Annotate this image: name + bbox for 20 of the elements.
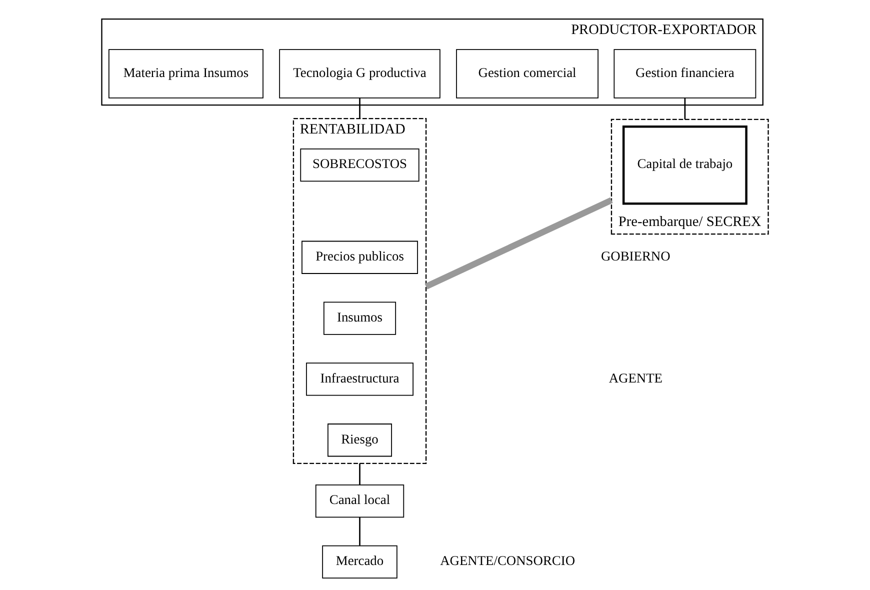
node-box: Tecnologia G productiva <box>279 49 440 98</box>
node-box: Mercado <box>322 545 398 579</box>
node-box: Gestion financiera <box>614 49 756 98</box>
node-box: SOBRECOSTOS <box>300 148 420 182</box>
node-box: Materia prima Insumos <box>108 49 264 98</box>
connector <box>359 517 360 546</box>
label: GOBIERNO <box>600 248 670 264</box>
node-label: AGENTE/CONSORCIO <box>440 553 576 568</box>
node-box: Capital de trabajo <box>622 125 748 205</box>
connector <box>359 98 360 119</box>
node-box: Gestion comercial <box>456 49 598 98</box>
node-box: Infraestructura <box>306 362 414 396</box>
node-box: Insumos <box>323 302 396 335</box>
node-box: Riesgo <box>328 424 392 457</box>
label: AGENTE <box>608 370 663 386</box>
connector <box>359 463 360 485</box>
node-box: Canal local <box>315 484 404 518</box>
node-box: Precios publicos <box>302 240 418 274</box>
connector <box>424 197 613 290</box>
connector <box>684 98 686 120</box>
